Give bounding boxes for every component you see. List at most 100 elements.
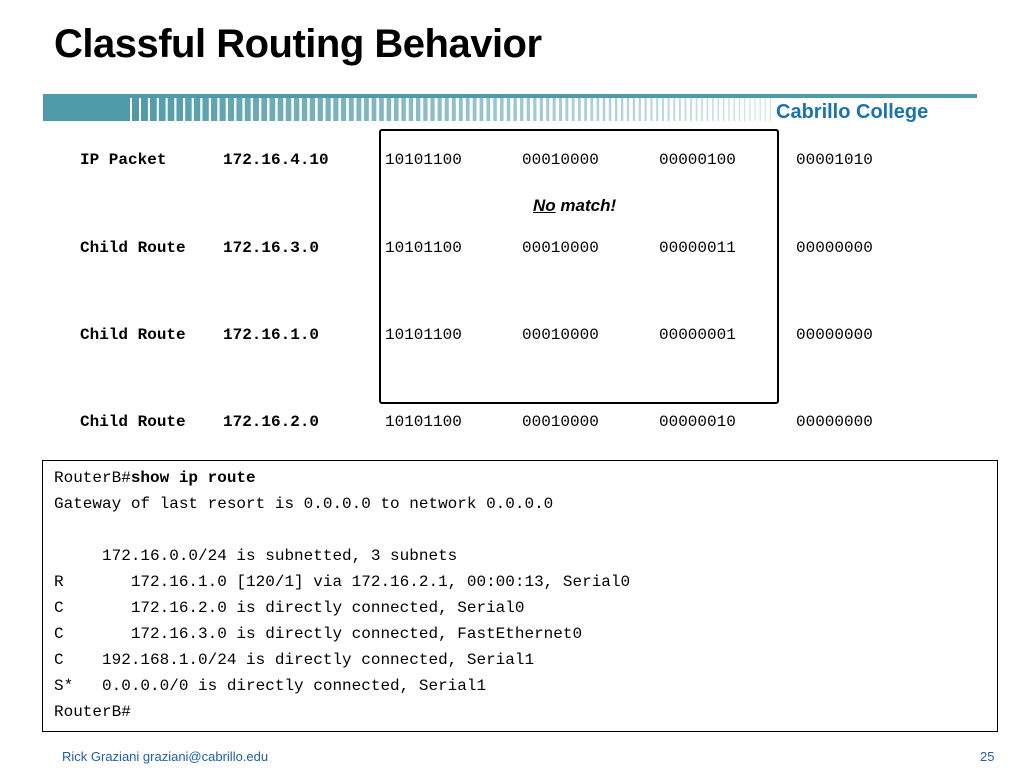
header-bar xyxy=(565,94,569,121)
match-highlight-box xyxy=(379,129,779,404)
octet: 00000000 xyxy=(796,326,873,344)
header-bar xyxy=(626,94,630,121)
octet: 00000000 xyxy=(796,239,873,257)
header-bar xyxy=(769,94,772,121)
slide-title: Classful Routing Behavior xyxy=(54,22,542,66)
header-bar xyxy=(202,94,209,121)
header-bar xyxy=(244,94,251,121)
header-bar xyxy=(486,94,491,121)
header-bar xyxy=(673,94,676,121)
header-bar xyxy=(552,94,556,121)
header-bar xyxy=(638,94,641,121)
header-bar xyxy=(596,94,600,121)
row-label: Child Route xyxy=(80,413,186,431)
console-line: 172.16.0.0/24 is subnetted, 3 subnets xyxy=(54,547,458,565)
header-bar xyxy=(341,94,347,121)
row-bits: 10101100 00010000 00000100 00001010 xyxy=(385,149,933,171)
header-bar xyxy=(614,94,618,121)
row-bits: 10101100 00010000 00000001 00000000 xyxy=(385,324,933,346)
header-bar xyxy=(416,94,421,121)
header-bar xyxy=(650,94,653,121)
header-bar xyxy=(379,94,384,121)
header-bar xyxy=(533,94,537,121)
header-bar xyxy=(408,94,414,121)
row-bits: 10101100 00010000 00000011 00000000 xyxy=(385,237,933,259)
header-bar xyxy=(123,94,130,121)
header-bar xyxy=(451,94,456,121)
header-bar xyxy=(559,94,563,121)
row-ip: 172.16.2.0 xyxy=(223,413,320,431)
header-bar xyxy=(712,94,714,121)
header-bar xyxy=(728,94,730,121)
header-block xyxy=(43,94,123,121)
match-text: match! xyxy=(555,196,617,215)
header-bar xyxy=(430,94,435,121)
header-bar xyxy=(733,94,735,121)
header-bar xyxy=(479,94,484,121)
header-bar xyxy=(277,94,284,121)
header-bar xyxy=(656,94,659,121)
header-bar xyxy=(539,94,543,121)
header-bar xyxy=(149,94,157,121)
header-bar xyxy=(236,94,243,121)
header-bar xyxy=(632,94,636,121)
header-bar xyxy=(458,94,463,121)
row-ip: 172.16.1.0 xyxy=(223,326,320,344)
header-bar xyxy=(506,94,511,121)
header-bar xyxy=(309,94,316,121)
footer-author: Rick Graziani graziani@cabrillo.edu xyxy=(62,749,269,764)
header-bar xyxy=(584,94,588,121)
header-bar xyxy=(571,94,575,121)
header-bar xyxy=(602,94,606,121)
header-bar xyxy=(333,94,339,121)
header-bar xyxy=(437,94,442,121)
header-bar xyxy=(158,94,166,121)
octet: 00010000 xyxy=(522,239,599,257)
header-bar xyxy=(423,94,428,121)
header-bar xyxy=(678,94,681,121)
header-bar xyxy=(356,94,362,121)
header-bar xyxy=(620,94,624,121)
header-bar xyxy=(394,94,399,121)
header-bar xyxy=(371,94,377,121)
octet: 00010000 xyxy=(522,413,599,431)
header-bar xyxy=(444,94,449,121)
header-bar xyxy=(301,94,308,121)
header-bar xyxy=(667,94,670,121)
octet: 00010000 xyxy=(522,151,599,169)
header-bar xyxy=(253,94,259,121)
console-line: R 172.16.1.0 [120/1] via 172.16.2.1, 00:… xyxy=(54,573,631,591)
octet: 10101100 xyxy=(385,239,462,257)
row-label: IP Packet xyxy=(80,151,167,169)
row-bits: 10101100 00010000 00000010 00000000 xyxy=(385,411,933,433)
router-console-output: RouterB#show ip route Gateway of last re… xyxy=(42,460,998,732)
header-bar xyxy=(513,94,517,121)
header-bar xyxy=(526,94,530,121)
header-bar xyxy=(185,94,192,121)
header-bar xyxy=(749,94,751,121)
header-bar xyxy=(269,94,276,121)
header-bar xyxy=(465,94,470,121)
header-bar xyxy=(759,94,761,121)
header-bar xyxy=(167,94,175,121)
header-bar xyxy=(520,94,524,121)
octet: 10101100 xyxy=(385,326,462,344)
row-ip: 172.16.3.0 xyxy=(223,239,320,257)
header-bar xyxy=(661,94,664,121)
octet: 00000011 xyxy=(659,239,736,257)
header-bar xyxy=(141,94,148,121)
header-bar xyxy=(706,94,709,121)
header-bar xyxy=(608,94,612,121)
header-bar xyxy=(500,94,504,121)
header-bar xyxy=(132,94,139,121)
header-bar xyxy=(401,94,406,121)
console-command: show ip route xyxy=(130,469,256,487)
no-text: No xyxy=(533,196,556,215)
header-bar xyxy=(701,94,703,121)
console-line: S* 0.0.0.0/0 is directly connected, Seri… xyxy=(54,677,487,695)
console-line: C 172.16.2.0 is directly connected, Seri… xyxy=(54,599,525,617)
header-bar xyxy=(472,94,477,121)
row-ip: 172.16.4.10 xyxy=(223,151,329,169)
header-bar xyxy=(722,94,725,121)
header-bar xyxy=(193,94,201,121)
